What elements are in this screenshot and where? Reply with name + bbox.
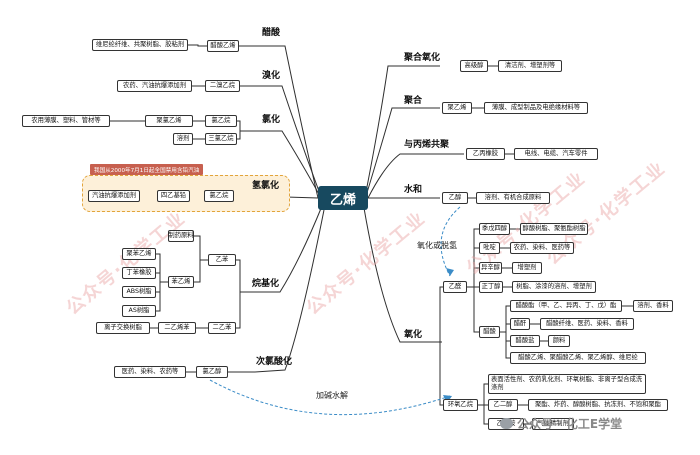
line-chlorination [255,130,321,197]
node-acetate-esters[interactable]: 醋酸酯（甲、乙、异丙、丁、戊）酯 [510,300,622,312]
node-pyridine[interactable]: 吡啶 [479,242,500,254]
node-anhydride-use[interactable]: 醋酸纤维、医药、染料、香料 [540,318,634,330]
node-eo-use[interactable]: 表面活性剂、农药乳化剂、环氧树脂、非离子型合成洗涤剂 [488,374,646,394]
node-chloroethane[interactable]: 氯乙烷 [205,115,237,127]
node-styrene[interactable]: 苯乙烯 [168,276,194,288]
node-vinyl-acetate-use[interactable]: 维尼纶纤维、共聚树脂、胶粘剂 [92,39,188,51]
dashed-hydrolysis-arrow [209,379,451,416]
node-octanol-use[interactable]: 增塑剂 [512,262,542,274]
node-ethylene-oxide[interactable]: 环氧乙烷 [443,399,478,411]
node-dibromoethane-use[interactable]: 农药、汽油抗爆添加剂 [117,80,192,92]
branch-chlorination: 氯化 [262,115,281,125]
node-as[interactable]: AS树脂 [122,305,156,317]
node-butanol-use[interactable]: 树脂、涂漆的溶剂、增塑剂 [512,281,596,293]
node-butanol[interactable]: 正丁醇 [479,281,503,293]
annotation-alkaline-hydrolysis: 加碱水解 [316,391,348,400]
node-higher-alcohol-use[interactable]: 清洁剂、增塑剂等 [498,60,562,72]
node-solvent[interactable]: 溶剂 [173,133,193,145]
branch-copoly-oxidation: 聚合氧化 [404,53,441,63]
line-propylene [367,153,464,199]
line-acetic [255,45,319,199]
line-hypochlorination [254,209,325,373]
node-acetic-acid[interactable]: 醋酸 [479,326,500,338]
node-polyethylene-use[interactable]: 薄膜、成型制品及电绝缘材料等 [484,102,588,114]
line-alkylation [245,205,323,293]
line-copoly-oxidation [365,65,440,193]
line-bromination [255,85,321,195]
annotation-oxidation-dehydrogenation: 氧化或脱氢 [417,241,457,250]
node-polyethylene[interactable]: 聚乙烯 [442,102,472,114]
node-pentaerythritol[interactable]: 季戊四醇 [479,223,510,235]
node-ethanol[interactable]: 乙醇 [442,192,468,204]
node-vinyl-polymers[interactable]: 醋酸乙烯、聚醋酸乙烯、聚乙烯醇、维尼纶 [510,352,646,364]
node-chloroethanol[interactable]: 氯乙醇 [196,366,228,378]
branch-hydrochlorination: 氢氯化 [252,181,280,191]
branch-acetic-acid: 醋酸 [262,28,281,38]
line-oxidation [363,207,442,343]
node-pvc-use[interactable]: 农用薄膜、塑料、管材等 [22,115,110,127]
central-node[interactable]: 乙烯 [318,186,368,210]
node-pharma-raw[interactable]: 制药原料 [168,230,194,242]
node-epr[interactable]: 乙丙橡胶 [466,148,505,160]
node-vinyl-acetate[interactable]: 醋酸乙烯 [207,40,239,52]
line-polymerization [365,107,440,197]
node-divinylbenzene[interactable]: 二乙烯苯 [158,322,196,334]
node-tetraethyl-lead[interactable]: 四乙基铅 [157,190,190,202]
node-ion-exchange[interactable]: 离子交换树脂 [96,322,150,334]
node-acetate-salt[interactable]: 醋酸盐 [510,335,540,347]
node-polystyrene[interactable]: 聚苯乙烯 [122,248,156,260]
node-glycol[interactable]: 乙二醇 [488,399,518,411]
node-diethylbenzene[interactable]: 二乙苯 [208,322,236,334]
node-pyridine-use[interactable]: 农药、染料、医药等 [510,242,574,254]
branch-hydration: 水和 [404,185,423,195]
branch-bromination: 溴化 [262,71,281,81]
branch-alkylation: 烷基化 [252,279,280,289]
node-dibromoethane[interactable]: 二溴乙烷 [205,80,240,92]
wechat-icon [500,418,513,429]
lead-ban-note: 我国从2000年7月1日起全国禁用含铅汽油 [90,164,204,175]
footer-watermark: 公众号 · 化工E学堂 [500,415,622,432]
branch-polymerization: 聚合 [404,96,423,106]
node-antiknock[interactable]: 汽油抗爆添加剂 [88,190,140,202]
node-ethanolamine-use[interactable]: 气体精制剂 [532,418,574,430]
node-octanol[interactable]: 异辛醇 [479,262,502,274]
dashed-oxidation-arrow [440,206,461,277]
node-higher-alcohol[interactable]: 高级醇 [460,60,488,72]
node-pvc[interactable]: 聚氯乙烯 [145,115,193,127]
node-acetaldehyde[interactable]: 乙醛 [443,281,467,293]
branch-propylene: 与丙烯共聚 [404,140,450,150]
branch-oxidation: 氧化 [404,330,423,340]
node-sbr[interactable]: 丁苯橡胶 [122,267,156,279]
node-chloroethane-2[interactable]: 氯乙烷 [204,190,234,202]
node-ethanol-use[interactable]: 溶剂、有机合成原料 [476,192,550,204]
node-esters-use[interactable]: 溶剂、香料 [633,300,673,312]
arrowhead-oxidation [446,268,454,276]
node-ethylbenzene[interactable]: 乙苯 [208,254,236,266]
branch-hypochlorination: 次氯酸化 [256,357,293,367]
footer-text: 公众号 · 化工E学堂 [517,417,623,431]
node-pentaerythritol-use[interactable]: 醇酸树脂、聚氨酯树脂 [520,223,588,235]
node-glycol-use[interactable]: 聚酯、炸药、醇酸树脂、抗冻剂、不饱和聚酯 [528,399,668,411]
node-epr-use[interactable]: 电线、电缆、汽车零件 [514,148,598,160]
node-pigment[interactable]: 颜料 [548,335,570,347]
node-chloroethanol-use[interactable]: 医药、染料、农药等 [114,366,186,378]
node-abs[interactable]: ABS树脂 [122,286,156,298]
node-trichloroethane[interactable]: 三氯乙烷 [205,133,237,145]
node-acetic-anhydride[interactable]: 醋酐 [510,318,530,330]
